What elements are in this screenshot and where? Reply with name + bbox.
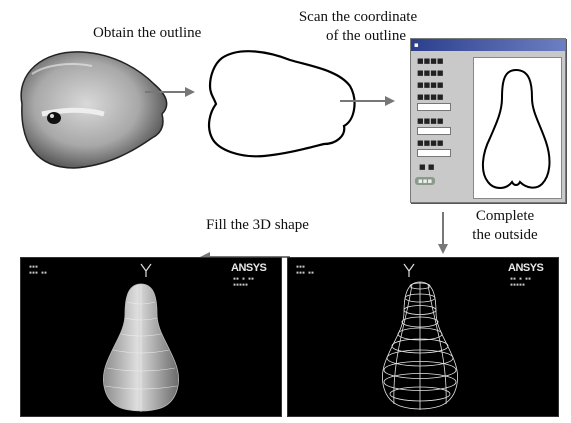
window-input-field[interactable] (417, 149, 451, 157)
ansys-logo: ANSYS (231, 262, 266, 274)
panel-small-text: ▪▪▪▪▪▪ ▪▪ (29, 264, 47, 276)
fruit-outline (200, 46, 360, 164)
window-text-line: ■■■■ (417, 69, 457, 77)
scan-application-window: ▪ ■■■■ ■■■■ ■■■■ ■■■■ ■■■■ ■■■■ ■ ■ ▪▪▪ (410, 38, 566, 203)
ansys-wireframe-panel: ▪▪▪▪▪▪ ▪▪ ANSYS ▪▪ ▪ ▪▪▪▪▪▪▪ (287, 257, 559, 417)
vertical-outline (474, 58, 561, 198)
arrow-right-icon (145, 87, 195, 97)
step-complete-label-line1: Complete (450, 207, 560, 226)
panel-small-text: ▪▪▪▪▪▪ ▪▪ (296, 264, 314, 276)
triad-icon (139, 262, 153, 278)
window-canvas (473, 57, 562, 199)
ansys-logo: ANSYS (508, 262, 543, 274)
solid-3d-shape (91, 278, 191, 414)
step-complete-label-line2: the outside (450, 226, 560, 245)
step-complete-label: Complete the outside (450, 207, 560, 245)
window-input-field[interactable] (417, 103, 451, 111)
window-logo: ▪▪▪ (415, 177, 435, 185)
ansys-solid-panel: ▪▪▪▪▪▪ ▪▪ ANSYS ▪▪ ▪ ▪▪▪▪▪▪▪ (20, 257, 282, 417)
fruit-photo (12, 44, 172, 174)
step-fill-label: Fill the 3D shape (206, 216, 309, 235)
window-text-line: ■■■■ (417, 93, 457, 101)
window-text-line: ■■■■ (417, 81, 457, 89)
window-text-line: ■■■■ (417, 139, 457, 147)
step-obtain-outline-label: Obtain the outline (93, 24, 201, 43)
arrow-down-icon (438, 212, 448, 254)
window-button[interactable]: ■ ■ (419, 163, 434, 171)
wireframe-3d-shape (368, 276, 472, 412)
window-titlebar: ▪ (411, 39, 565, 51)
panel-small-text: ▪▪ ▪ ▪▪▪▪▪▪▪ (510, 276, 531, 288)
window-input-field[interactable] (417, 127, 451, 135)
arrow-right-icon (340, 96, 395, 106)
window-text-line: ■■■■ (417, 117, 457, 125)
panel-small-text: ▪▪ ▪ ▪▪▪▪▪▪▪ (233, 276, 254, 288)
window-text-line: ■■■■ (417, 57, 457, 65)
step-scan-label-line1: Scan the coordinate (283, 8, 433, 27)
